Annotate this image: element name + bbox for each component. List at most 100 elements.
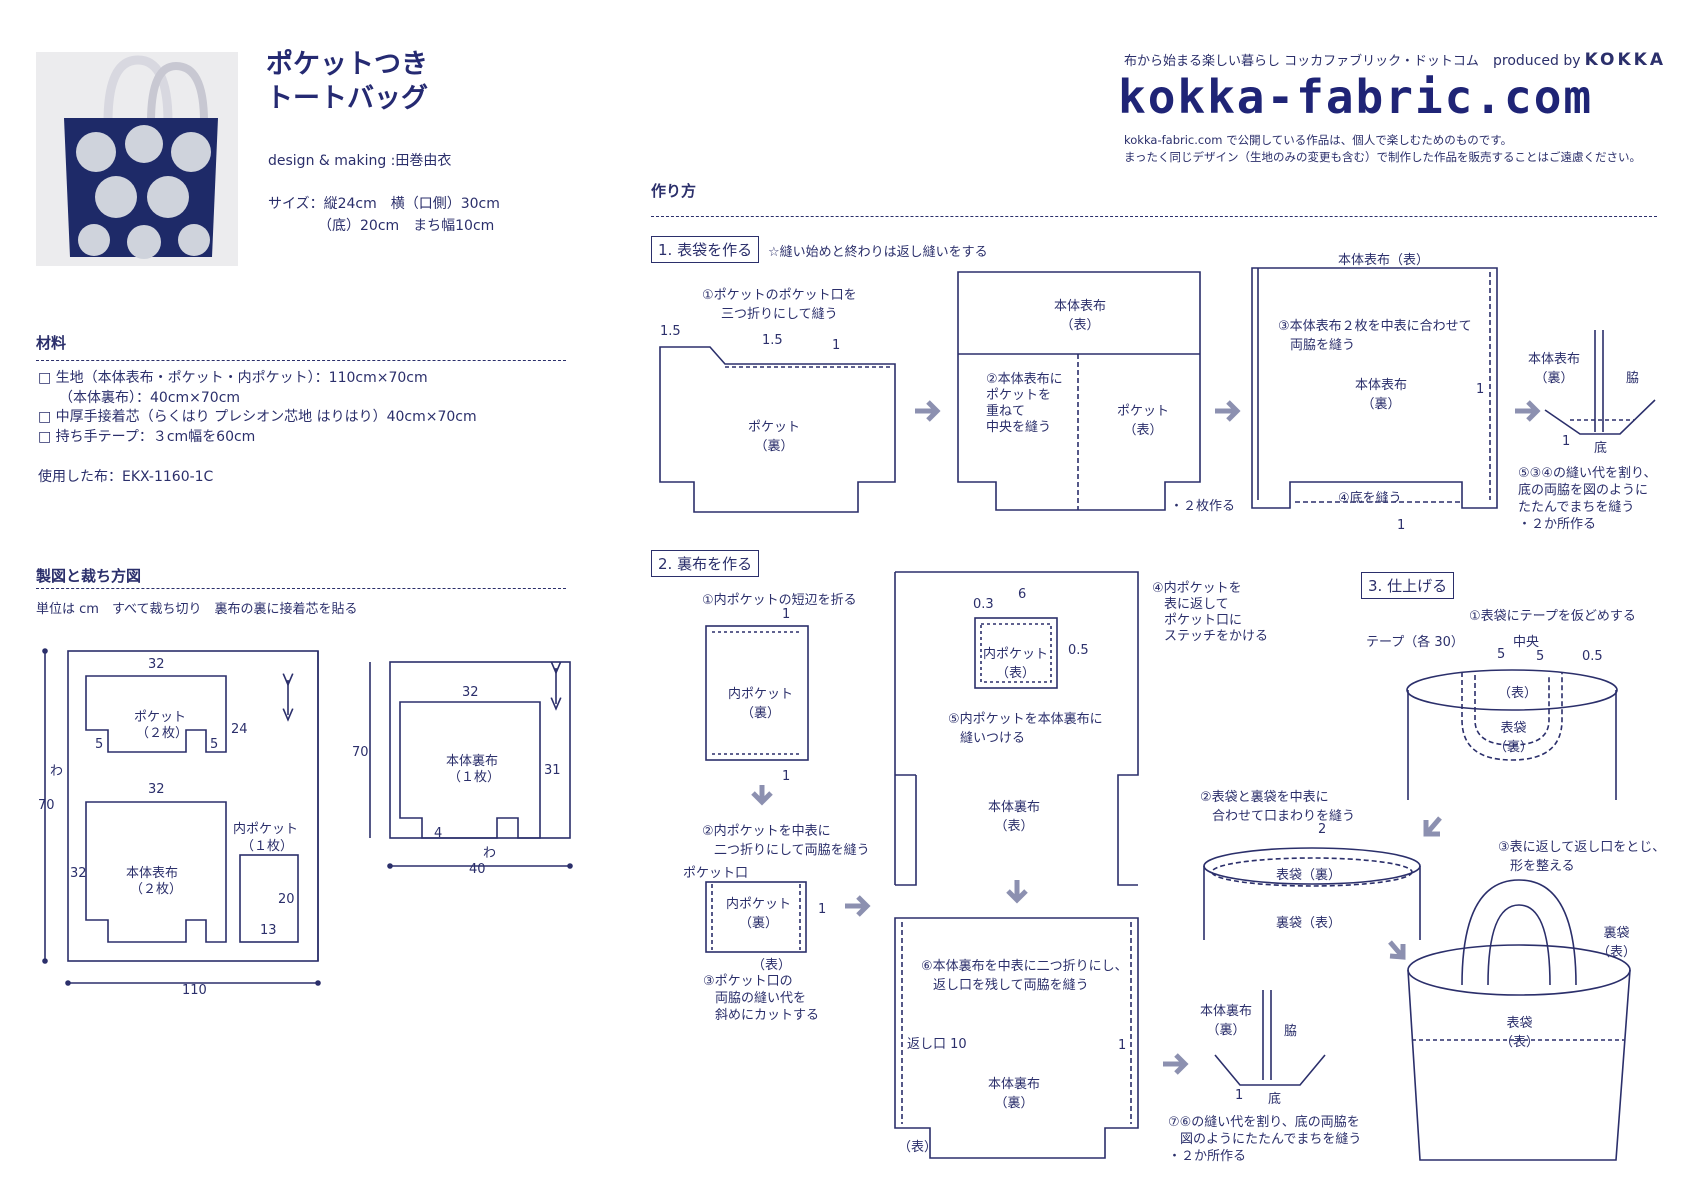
b1: ②本体表布に bbox=[986, 372, 1063, 387]
b32: 合わせて口まわりを縫う bbox=[1212, 809, 1356, 824]
size-line-2: （底）20cm まち幅10cm bbox=[318, 218, 495, 234]
cutting-heading: 製図と裁ち方図 bbox=[36, 567, 142, 585]
method-divider bbox=[651, 216, 1657, 217]
d22: 表に返して bbox=[1164, 597, 1229, 612]
step3-instr-a: ①表袋にテープを仮どめする bbox=[1469, 609, 1636, 624]
d23: ポケット口に bbox=[1164, 613, 1243, 628]
page-title: ポケットつき トートバッグ bbox=[266, 48, 428, 116]
l1: ポケット bbox=[748, 420, 801, 435]
flow-arrows bbox=[751, 400, 1541, 1075]
dim-1: 1 bbox=[782, 769, 791, 784]
s2b1: ②内ポケットを中表に bbox=[702, 824, 831, 839]
step1-instr-a: ①ポケットのポケット口を三つ折りにして縫う bbox=[702, 284, 857, 322]
label-inner-pocket: 内ポケット bbox=[233, 822, 299, 837]
l22: （裏） bbox=[1206, 1023, 1246, 1038]
b31: ②表袋と裏袋を中表に bbox=[1200, 790, 1329, 805]
c2: 両脇を縫う bbox=[1290, 338, 1356, 353]
size-line-1: サイズ：縦24cm 横（口側）30cm bbox=[268, 196, 500, 212]
step2-pocket-on-lining bbox=[974, 617, 1058, 689]
dim-1: 1 bbox=[1397, 518, 1406, 533]
step2-instr-b: ②内ポケットを中表に二つ折りにして両脇を縫う bbox=[702, 820, 870, 858]
dim-2: 2 bbox=[1318, 822, 1327, 837]
label-waki-b: 脇 bbox=[1284, 1024, 1298, 1039]
step2-lining-flat bbox=[894, 571, 1139, 886]
c21: ③ポケット口の bbox=[703, 974, 793, 989]
l23: 表袋 bbox=[1500, 721, 1527, 736]
d24: ステッチをかける bbox=[1164, 629, 1269, 644]
s1a2: 三つ折りにして縫う bbox=[721, 307, 838, 322]
dim-32: 32 bbox=[148, 782, 165, 797]
g2: 図のようにたたんでまちを縫う bbox=[1180, 1132, 1362, 1147]
dim-0-5: 0.5 bbox=[1068, 643, 1089, 658]
step1-instr-b: ②本体表布にポケットを重ねて中央を縫う bbox=[986, 372, 1063, 436]
body-piece bbox=[85, 801, 227, 943]
dim-0-3: 0.3 bbox=[973, 597, 994, 612]
brand-logo: kokka-fabric.com bbox=[1118, 70, 1594, 124]
lining-piece bbox=[399, 701, 541, 839]
cutting-note: 単位は cm すべて裁ち切り 裏布の裏に接着芯を貼る bbox=[36, 602, 358, 617]
s2b2: 二つ折りにして両脇を縫う bbox=[714, 843, 870, 858]
notice-line-1: kokka-fabric.com で公開している作品は、個人で楽しむためのもので… bbox=[1124, 133, 1513, 147]
dim-1: 1 bbox=[1118, 1038, 1127, 1053]
dim-20: 20 bbox=[278, 892, 295, 907]
tote-bag-photo-icon bbox=[36, 52, 238, 266]
dim-5: 5 bbox=[1497, 647, 1506, 662]
c32: 形を整える bbox=[1510, 859, 1575, 874]
l27: 表袋 bbox=[1506, 1016, 1533, 1031]
l5: ポケット bbox=[1117, 404, 1170, 419]
dim-24: 24 bbox=[231, 722, 248, 737]
pocket-piece bbox=[85, 675, 227, 753]
dim-32: 32 bbox=[70, 866, 87, 881]
l26: （表） bbox=[1597, 945, 1637, 960]
dim-32: 32 bbox=[148, 657, 165, 672]
l14: （裏） bbox=[739, 916, 779, 931]
fabric-110-rect bbox=[67, 650, 319, 962]
dim-4: 4 bbox=[434, 826, 443, 841]
dim-70: 70 bbox=[38, 798, 55, 813]
l12: （裏） bbox=[741, 706, 781, 721]
b2: ポケットを bbox=[986, 388, 1052, 403]
step3-inner-label: 裏袋（表） bbox=[1597, 922, 1636, 960]
l20: （裏） bbox=[994, 1096, 1034, 1111]
step3-instr-c: ③表に返して返し口をとじ、形を整える bbox=[1498, 836, 1665, 874]
f1: ⑥本体裏布を中表に二つ折りにし、 bbox=[921, 959, 1128, 974]
label-return-opening: 返し口 10 bbox=[907, 1037, 967, 1052]
d21: ④内ポケットを bbox=[1152, 581, 1242, 596]
dim-1: 1 bbox=[832, 338, 841, 353]
step2-inner-label: 内ポケット（裏） bbox=[728, 683, 793, 721]
label-pocket-qty: （２枚） bbox=[136, 726, 189, 741]
l9: 本体表布 bbox=[1528, 352, 1581, 367]
c31: ③表に返して返し口をとじ、 bbox=[1498, 840, 1666, 855]
step1-pocket-label: ポケット（裏） bbox=[748, 416, 800, 454]
l10: （裏） bbox=[1534, 371, 1574, 386]
d4: ・２か所作る bbox=[1518, 517, 1597, 532]
l16: （表） bbox=[996, 666, 1036, 681]
l19: 本体裏布 bbox=[988, 1077, 1041, 1092]
step1-heading: 1. 表袋を作る bbox=[651, 236, 760, 263]
product-photo bbox=[36, 52, 238, 266]
notice-line-2: まったく同じデザイン（生地のみの変更も含む）で制作した作品を販売することはご遠慮… bbox=[1124, 150, 1642, 164]
dim-5b: 5 bbox=[1536, 649, 1545, 664]
step1-note: ☆縫い始めと終わりは返し縫いをする bbox=[768, 245, 988, 260]
step2-instr-e: ⑤内ポケットを本体裏布に縫いつける bbox=[948, 708, 1103, 746]
l17: 本体裏布 bbox=[988, 800, 1041, 815]
label-body-qty: （２枚） bbox=[130, 882, 183, 897]
dim-1: 1 bbox=[1476, 382, 1485, 397]
material-item: □ 中厚手接着芯（らくはり プレシオン芯地 はりはり）40cm×70cm bbox=[38, 409, 477, 425]
step2-lining-label: 本体裏布 （表） bbox=[988, 796, 1040, 834]
e2: 縫いつける bbox=[960, 731, 1026, 746]
step2-folded-pocket bbox=[705, 881, 807, 953]
dim-0-5: 0.5 bbox=[1582, 649, 1603, 664]
d1: ⑤③④の縫い代を割り、 bbox=[1518, 466, 1657, 481]
label-wa: わ bbox=[50, 764, 64, 779]
l15: 内ポケット bbox=[983, 647, 1049, 662]
step1-pocket-on-body: ポケット（表） bbox=[1117, 400, 1169, 438]
label-center: 中央 bbox=[1513, 635, 1540, 650]
label-pocket: ポケット bbox=[134, 710, 187, 725]
label-outer-ura: 表袋（裏） bbox=[1276, 868, 1342, 883]
l18: （表） bbox=[994, 819, 1034, 834]
dim-1-5: 1.5 bbox=[762, 333, 783, 348]
step3-instr-b: ②表袋と裏袋を中表に合わせて口まわりを縫う bbox=[1200, 786, 1355, 824]
l21: 本体裏布 bbox=[1200, 1004, 1253, 1019]
